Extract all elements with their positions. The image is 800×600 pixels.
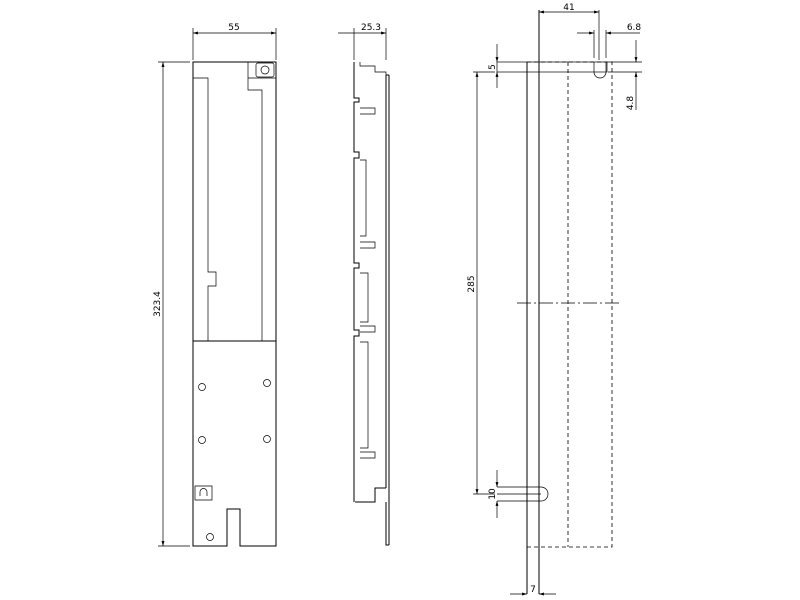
rear-view-top-slot bbox=[496, 61, 608, 73]
dimension-front-height: 323.4 bbox=[153, 291, 163, 317]
dimension-rear-slot-height: 4.8 bbox=[626, 96, 636, 111]
dimension-rear-slot-width: 6.8 bbox=[627, 23, 642, 33]
side-view-inner-profile bbox=[359, 62, 387, 459]
side-dimensions: 25.3 bbox=[338, 23, 387, 60]
front-view-slot-hole bbox=[260, 65, 270, 75]
rear-view-bottom-slot bbox=[497, 486, 549, 502]
dimension-rear-edge-offset: 7 bbox=[530, 585, 536, 595]
side-view bbox=[353, 62, 390, 546]
rear-dimensions: 41 6.8 4.8 5 285 10 7 bbox=[467, 3, 642, 596]
front-view-hole bbox=[206, 533, 214, 541]
dimension-side-width: 25.3 bbox=[361, 23, 381, 33]
front-view-keyhole bbox=[194, 485, 213, 501]
dimension-rear-hole-spacing: 285 bbox=[467, 275, 477, 292]
side-view-profile bbox=[353, 62, 360, 502]
rear-view-slot-lug bbox=[593, 62, 607, 79]
front-view-hole bbox=[263, 435, 271, 443]
front-view bbox=[192, 61, 277, 547]
dimension-rear-top-offset: 5 bbox=[488, 64, 498, 70]
rear-view bbox=[496, 10, 620, 594]
side-view-bottom-tab bbox=[355, 487, 389, 546]
front-view-right-rail bbox=[247, 77, 276, 341]
front-view-hole bbox=[263, 379, 271, 387]
dimension-rear-width: 41 bbox=[563, 3, 574, 13]
front-view-hole bbox=[198, 436, 206, 444]
front-view-slot bbox=[255, 62, 275, 78]
front-view-left-rail bbox=[193, 77, 217, 341]
front-view-hole bbox=[198, 383, 206, 391]
front-view-outline bbox=[192, 61, 277, 547]
front-dimensions: 55 323.4 bbox=[153, 23, 277, 547]
dimension-rear-bottom-slot: 10 bbox=[488, 488, 498, 500]
dimension-front-width: 55 bbox=[228, 23, 239, 33]
rear-view-outline-hidden bbox=[526, 61, 613, 548]
